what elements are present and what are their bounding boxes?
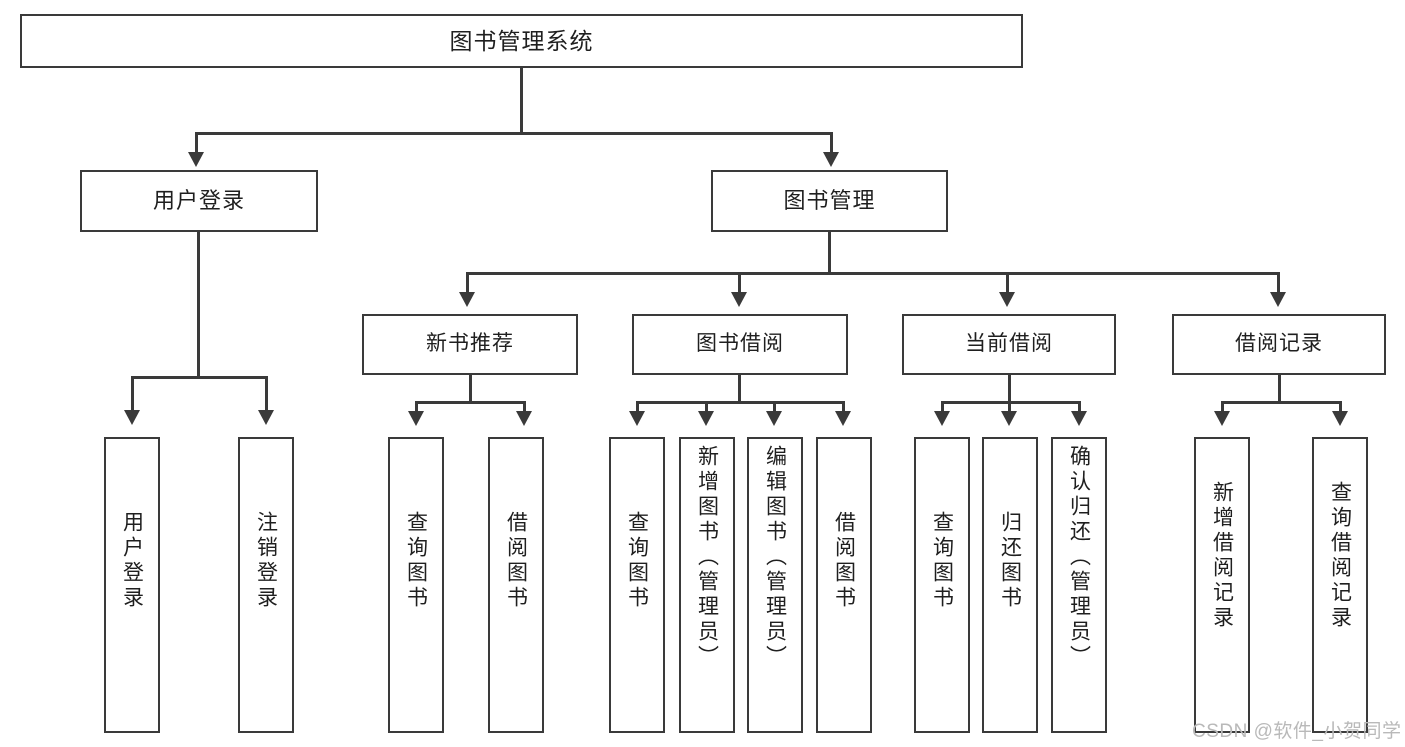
- arrow-to-leaf-add-record: [1214, 411, 1230, 426]
- arrow-to-leaf-logout-login: [258, 410, 274, 425]
- edge-nb-left: [415, 401, 418, 411]
- node-label: 新增图书（管理员）: [695, 445, 719, 670]
- node-current-borrow[interactable]: 当前借阅: [902, 314, 1116, 375]
- node-label: 归还图书: [998, 511, 1022, 611]
- arrow-to-leaf-query-book-2: [629, 411, 645, 426]
- edge-new-book-bus: [415, 401, 525, 404]
- arrow-to-leaf-query-book-1: [408, 411, 424, 426]
- node-leaf-borrow-book-2[interactable]: 借阅图书: [816, 437, 872, 733]
- edge-book-management-down: [828, 232, 831, 274]
- edge-bb-2: [705, 401, 708, 411]
- node-leaf-add-borrow-record[interactable]: 新增借阅记录: [1194, 437, 1250, 733]
- node-leaf-edit-book-admin[interactable]: 编辑图书（管理员）: [747, 437, 803, 733]
- edge-br-left: [1221, 401, 1224, 411]
- node-leaf-query-book-1[interactable]: 查询图书: [388, 437, 444, 733]
- node-label: 确认归还（管理员）: [1067, 445, 1091, 670]
- node-label: 编辑图书（管理员）: [763, 445, 787, 670]
- edge-bm-to-current-borrow: [1006, 272, 1009, 292]
- node-label: 借阅图书: [504, 511, 528, 611]
- arrow-to-new-book-recommend: [459, 292, 475, 307]
- node-label: 用户登录: [120, 511, 144, 611]
- edge-cb-1: [941, 401, 944, 411]
- edge-user-login-down: [197, 232, 200, 378]
- node-leaf-query-book-2[interactable]: 查询图书: [609, 437, 665, 733]
- edge-bm-to-book-borrow: [738, 272, 741, 292]
- node-user-login[interactable]: 用户登录: [80, 170, 318, 232]
- node-leaf-confirm-return[interactable]: 确认归还（管理员）: [1051, 437, 1107, 733]
- node-label: 图书管理: [783, 188, 876, 214]
- node-leaf-user-login[interactable]: 用户登录: [104, 437, 160, 733]
- node-label: 新增借阅记录: [1210, 481, 1234, 631]
- edge-book-borrow-down: [738, 375, 741, 403]
- node-label: 用户登录: [152, 188, 245, 214]
- edge-root-to-user-login: [195, 132, 198, 152]
- arrow-root-to-user-login: [188, 152, 204, 167]
- csdn-watermark: CSDN @软件_小贺同学: [1192, 721, 1402, 742]
- node-leaf-query-borrow-record[interactable]: 查询借阅记录: [1312, 437, 1368, 733]
- edge-new-book-down: [469, 375, 472, 403]
- node-label: 借阅记录: [1235, 332, 1323, 356]
- node-label: 查询借阅记录: [1328, 481, 1352, 631]
- edge-cb-2: [1008, 401, 1011, 411]
- arrow-to-leaf-confirm-return: [1071, 411, 1087, 426]
- edge-user-login-right: [265, 376, 268, 410]
- edge-book-borrow-bus: [636, 401, 844, 404]
- node-root-book-management-system[interactable]: 图书管理系统: [20, 14, 1023, 68]
- node-leaf-return-book[interactable]: 归还图书: [982, 437, 1038, 733]
- node-leaf-add-book-admin[interactable]: 新增图书（管理员）: [679, 437, 735, 733]
- arrow-to-borrow-record: [1270, 292, 1286, 307]
- node-label: 查询图书: [930, 511, 954, 611]
- node-leaf-borrow-book-1[interactable]: 借阅图书: [488, 437, 544, 733]
- node-borrow-record[interactable]: 借阅记录: [1172, 314, 1386, 375]
- edge-current-borrow-bus: [941, 401, 1080, 404]
- edge-nb-right: [523, 401, 526, 411]
- edge-root-down: [520, 68, 523, 134]
- node-label: 借阅图书: [832, 511, 856, 611]
- node-label: 图书管理系统: [449, 27, 594, 54]
- edge-cb-3: [1078, 401, 1081, 411]
- arrow-to-leaf-borrow-book-2: [835, 411, 851, 426]
- node-leaf-query-book-3[interactable]: 查询图书: [914, 437, 970, 733]
- edge-current-borrow-down: [1008, 375, 1011, 403]
- node-book-management[interactable]: 图书管理: [711, 170, 948, 232]
- arrow-to-current-borrow: [999, 292, 1015, 307]
- edge-bm-to-borrow-record: [1277, 272, 1280, 292]
- edge-root-to-book-management: [830, 132, 833, 152]
- edge-user-login-left: [131, 376, 134, 410]
- edge-user-login-bus: [131, 376, 267, 379]
- node-label: 新书推荐: [426, 332, 514, 356]
- edge-bb-3: [773, 401, 776, 411]
- arrow-to-leaf-borrow-book-1: [516, 411, 532, 426]
- node-leaf-logout-login[interactable]: 注销登录: [238, 437, 294, 733]
- edge-borrow-record-down: [1278, 375, 1281, 403]
- node-label: 当前借阅: [965, 332, 1053, 356]
- edge-bm-to-new-book: [466, 272, 469, 292]
- node-label: 查询图书: [404, 511, 428, 611]
- arrow-to-leaf-add-book-admin: [698, 411, 714, 426]
- arrow-to-leaf-user-login: [124, 410, 140, 425]
- edge-root-bus: [195, 132, 833, 135]
- edge-borrow-record-bus: [1221, 401, 1341, 404]
- arrow-to-leaf-return-book: [1001, 411, 1017, 426]
- arrow-to-leaf-query-book-3: [934, 411, 950, 426]
- arrow-root-to-book-management: [823, 152, 839, 167]
- node-label: 查询图书: [625, 511, 649, 611]
- node-book-borrow[interactable]: 图书借阅: [632, 314, 848, 375]
- edge-br-right: [1339, 401, 1342, 411]
- node-label: 图书借阅: [696, 332, 784, 356]
- arrow-to-leaf-edit-book-admin: [766, 411, 782, 426]
- arrow-to-leaf-query-record: [1332, 411, 1348, 426]
- node-new-book-recommend[interactable]: 新书推荐: [362, 314, 578, 375]
- node-label: 注销登录: [254, 511, 278, 611]
- edge-bb-4: [842, 401, 845, 411]
- edge-book-management-bus: [466, 272, 1280, 275]
- arrow-to-book-borrow: [731, 292, 747, 307]
- edge-bb-1: [636, 401, 639, 411]
